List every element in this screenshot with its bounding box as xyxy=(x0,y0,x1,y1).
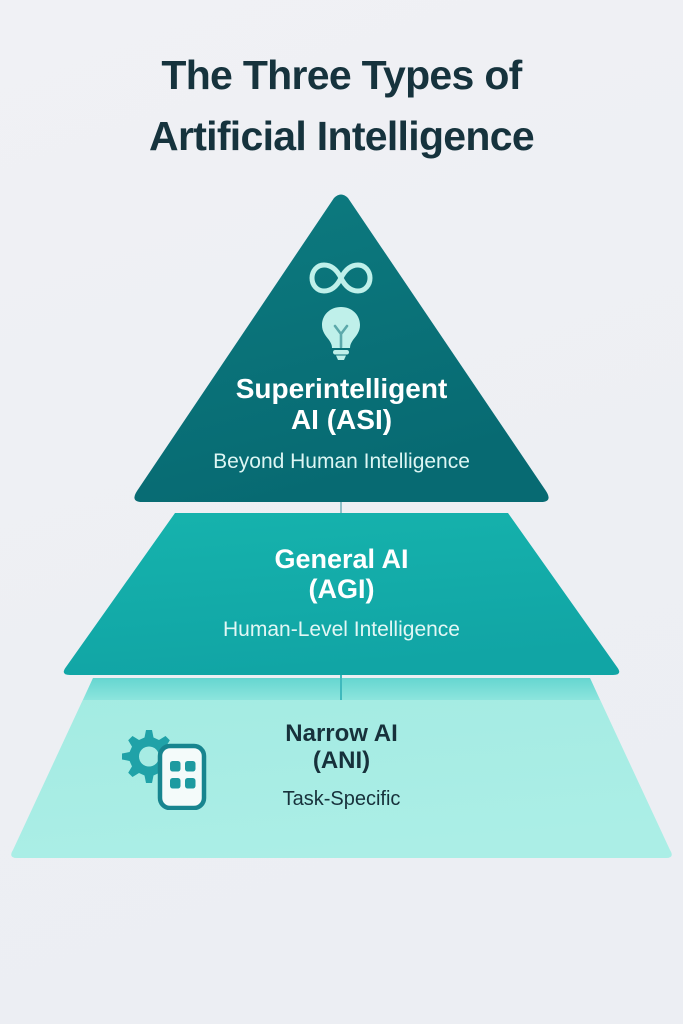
narrow-ai-icon-group xyxy=(118,728,210,811)
pyramid-level-ani-labels: Narrow AI (ANI) Task-Specific xyxy=(0,720,683,811)
pyramid-level-asi-subtitle: Beyond Human Intelligence xyxy=(213,449,470,473)
smartphone-apps-icon xyxy=(157,743,207,811)
pyramid-shapes xyxy=(11,194,672,858)
pyramid-level-ani-title-line-2: (ANI) xyxy=(312,746,371,774)
pyramid-level-asi[interactable] xyxy=(134,194,549,503)
pyramid-level-agi-title-line-1: General AI xyxy=(274,544,409,574)
pyramid-level-asi-shape xyxy=(134,194,549,502)
pyramid-level-agi-subtitle: Human-Level Intelligence xyxy=(223,618,460,642)
pyramid-level-asi-labels: Superintelligent AI (ASI) Beyond Human I… xyxy=(0,373,683,474)
lightbulb-icon xyxy=(316,305,366,361)
pyramid-level-asi-title-line-1: Superintelligent xyxy=(235,373,448,404)
pyramid-level-agi-labels: General AI (AGI) Human-Level Intelligenc… xyxy=(0,544,683,642)
infinity-icon xyxy=(306,258,376,298)
page-title-line-2: Artificial Intelligence xyxy=(149,113,535,159)
pyramid-level-ani-title-line-1: Narrow AI xyxy=(285,720,398,747)
page-title-line-1: The Three Types of xyxy=(161,52,522,98)
ai-types-pyramid-chart: Superintelligent AI (ASI) Beyond Human I… xyxy=(0,180,683,880)
pyramid-level-agi-shape xyxy=(63,513,620,675)
pyramid-level-ani-subtitle: Task-Specific xyxy=(282,787,401,810)
page-title: The Three Types of Artificial Intelligen… xyxy=(0,45,683,167)
pyramid-level-agi[interactable] xyxy=(63,513,620,675)
pyramid-level-asi-title-line-2: AI (ASI) xyxy=(290,404,393,436)
pyramid-level-ani-shape xyxy=(11,678,672,858)
pyramid-level-agi-title-line-2: (AGI) xyxy=(308,574,375,605)
